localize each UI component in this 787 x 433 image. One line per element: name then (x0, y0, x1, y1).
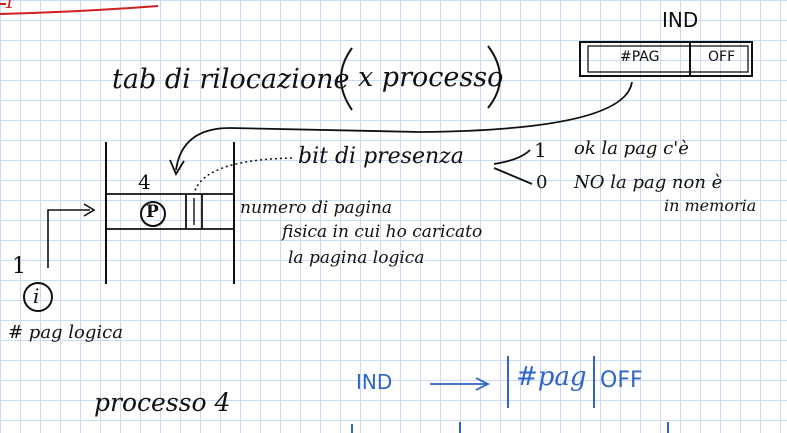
address-box-inner (587, 45, 749, 73)
process-label: processo 4 (94, 388, 231, 417)
paren-left (340, 47, 353, 111)
bit-zero-text-2: in memoria (664, 196, 757, 215)
logical-page-label: # pag logica (8, 322, 123, 343)
brace-upper (493, 149, 531, 165)
frame-desc-3: la pagina logica (288, 248, 425, 268)
bit-zero-text-1: NO la pag non è (574, 172, 723, 193)
paren-right (487, 45, 501, 109)
entry-arrowhead (83, 203, 96, 217)
title: tab di rilocazione (112, 64, 350, 95)
brace-lower (493, 167, 533, 185)
bottom-arrowhead (475, 377, 491, 391)
address-field-pag: #PAG (620, 49, 660, 65)
address-box (579, 41, 753, 77)
logical-page-circle (23, 282, 53, 312)
presence-bit-label: bit di presenza (298, 144, 464, 169)
left-index: 1 (12, 254, 26, 279)
address-field-off: OFF (708, 49, 736, 65)
pointer-arrowhead (169, 159, 185, 176)
bottom-ind: IND (356, 370, 393, 394)
frame-circle (140, 201, 166, 227)
logical-page-symbol: i (33, 284, 40, 308)
presence-pointer (193, 157, 293, 195)
frame-desc-2: fisica in cui ho caricato (282, 222, 483, 242)
bottom-field-pag: #pag (516, 362, 587, 392)
red-underline (0, 5, 159, 15)
bottom-field-off: OFF (600, 368, 643, 393)
pointer-arrow (175, 81, 633, 171)
bit-one: 1 (534, 138, 547, 162)
entry-arrow (47, 209, 90, 268)
frame-cell: P (146, 202, 159, 222)
address-label: IND (662, 8, 699, 32)
paren-content: x processo (358, 62, 504, 93)
frame-desc-1: numero di pagina (240, 198, 392, 218)
bit-zero: 0 (536, 172, 548, 193)
bit-one-text: ok la pag c'è (574, 138, 689, 159)
top-label: 1 (4, 0, 16, 13)
row-index: 4 (138, 170, 151, 194)
